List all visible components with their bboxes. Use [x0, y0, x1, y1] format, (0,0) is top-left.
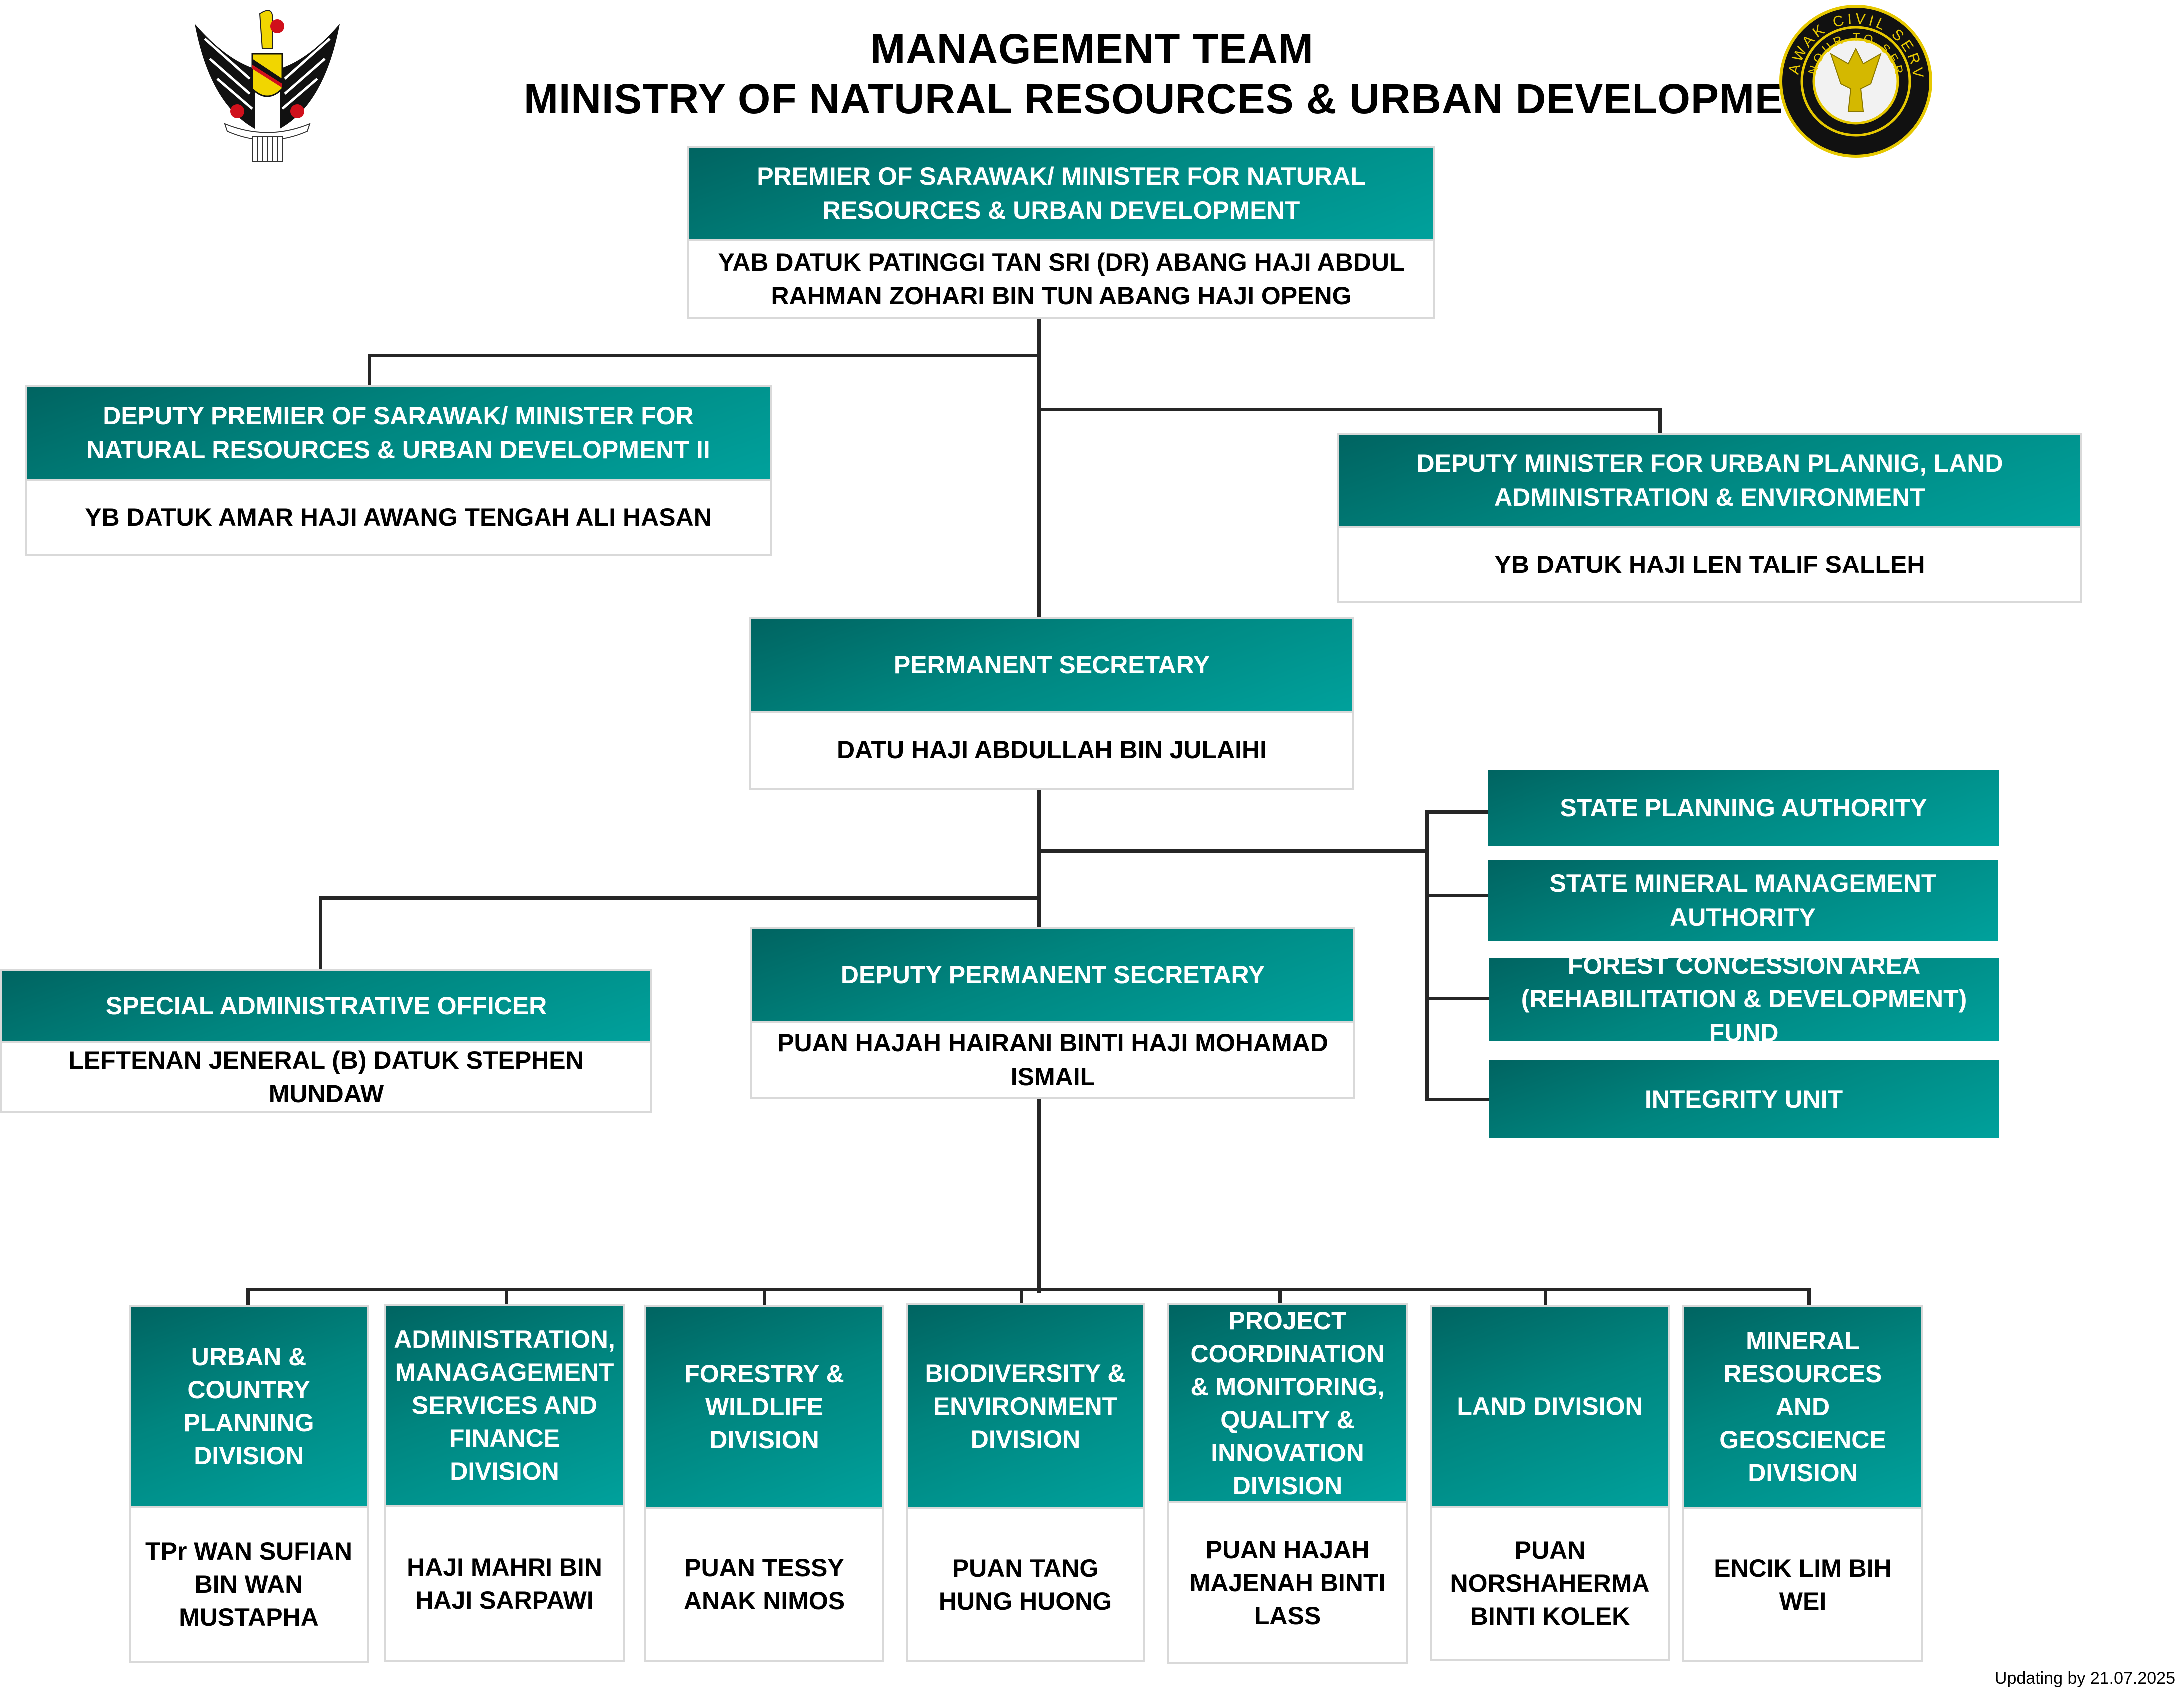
division-title: PROJECT COORDINATION & MONITORING, QUALI…: [1169, 1305, 1406, 1501]
connector-line: [1544, 1288, 1547, 1306]
special-admin-officer-box: SPECIAL ADMINISTRATIVE OFFICER LEFTENAN …: [0, 969, 652, 1113]
division-title: FORESTRY & WILDLIFE DIVISION: [646, 1307, 882, 1507]
premier-box: PREMIER OF SARAWAK/ MINISTER FOR NATURAL…: [687, 146, 1435, 319]
connector-line: [246, 1288, 250, 1306]
deputy-minister-title: DEPUTY MINISTER FOR URBAN PLANNIG, LAND …: [1339, 435, 2080, 526]
ministry-title: MINISTRY OF NATURAL RESOURCES & URBAN DE…: [523, 75, 1841, 122]
connector-line: [368, 354, 371, 387]
connector-line: [1425, 894, 1489, 897]
premier-title: PREMIER OF SARAWAK/ MINISTER FOR NATURAL…: [689, 148, 1433, 239]
division-land: LAND DIVISION PUAN NORSHAHERMA BINTI KOL…: [1430, 1305, 1670, 1661]
division-title: ADMINISTRATION, MANAGAGEMENT SERVICES AN…: [386, 1306, 623, 1505]
deputy-premier-title: DEPUTY PREMIER OF SARAWAK/ MINISTER FOR …: [27, 387, 770, 479]
deputy-premier-name: YB DATUK AMAR HAJI AWANG TENGAH ALI HASA…: [27, 479, 770, 554]
division-head-name: ENCIK LIM BIH WEI: [1684, 1507, 1921, 1660]
unit-state-mineral-management-authority: STATE MINERAL MANAGEMENT AUTHORITY: [1488, 860, 1998, 941]
deputy-permanent-secretary-name: PUAN HAJAH HAIRANI BINTI HAJI MOHAMAD IS…: [752, 1021, 1353, 1097]
division-title: LAND DIVISION: [1432, 1307, 1668, 1506]
connector-line: [319, 896, 1041, 900]
connector-line: [1037, 849, 1429, 853]
division-forestry-wildlife: FORESTRY & WILDLIFE DIVISION PUAN TESSY …: [644, 1305, 884, 1662]
division-head-name: PUAN TESSY ANAK NIMOS: [646, 1507, 882, 1660]
division-biodiversity-environment: BIODIVERSITY & ENVIRONMENT DIVISION PUAN…: [906, 1303, 1145, 1662]
deputy-minister-box: DEPUTY MINISTER FOR URBAN PLANNIG, LAND …: [1337, 433, 2082, 603]
permanent-secretary-title: PERMANENT SECRETARY: [751, 619, 1352, 711]
special-admin-officer-name: LEFTENAN JENERAL (B) DATUK STEPHEN MUNDA…: [2, 1041, 650, 1111]
division-head-name: PUAN TANG HUNG HUONG: [908, 1507, 1143, 1660]
division-head-name: HAJI MAHRI BIN HAJI SARPAWI: [386, 1505, 623, 1660]
connector-line: [1020, 1288, 1023, 1306]
connector-line: [1658, 408, 1662, 435]
division-head-name: TPr WAN SUFIAN BIN WAN MUSTAPHA: [131, 1506, 367, 1661]
permanent-secretary-box: PERMANENT SECRETARY DATU HAJI ABDULLAH B…: [749, 617, 1354, 790]
connector-line: [763, 1288, 766, 1306]
update-date: Updating by 21.07.2025: [1994, 1669, 2175, 1688]
connector-line: [1037, 408, 1662, 411]
unit-forest-concession-area-fund: FOREST CONCESSION AREA (REHABILITATION &…: [1489, 951, 1999, 1047]
unit-state-planning-authority: STATE PLANNING AUTHORITY: [1488, 770, 1999, 846]
civil-service-emblem-icon: SARAWAK CIVIL SERVICEHONOUR TO SERVE: [1778, 4, 1932, 158]
chart-title: MANAGEMENT TEAM: [870, 25, 1314, 72]
sarawak-coat-of-arms-icon: [195, 10, 340, 162]
deputy-permanent-secretary-title: DEPUTY PERMANENT SECRETARY: [752, 929, 1353, 1021]
special-admin-officer-title: SPECIAL ADMINISTRATIVE OFFICER: [2, 971, 650, 1041]
division-project-coordination: PROJECT COORDINATION & MONITORING, QUALI…: [1167, 1303, 1408, 1664]
division-title: URBAN & COUNTRY PLANNING DIVISION: [131, 1307, 367, 1506]
permanent-secretary-name: DATU HAJI ABDULLAH BIN JULAIHI: [751, 711, 1352, 788]
connector-line: [1278, 1288, 1282, 1306]
deputy-premier-box: DEPUTY PREMIER OF SARAWAK/ MINISTER FOR …: [25, 385, 772, 556]
connector-line: [246, 1288, 1811, 1291]
division-head-name: PUAN HAJAH MAJENAH BINTI LASS: [1169, 1501, 1406, 1662]
division-head-name: PUAN NORSHAHERMA BINTI KOLEK: [1432, 1506, 1668, 1659]
connector-line: [1807, 1288, 1811, 1306]
connector-line: [1037, 315, 1041, 619]
connector-line: [505, 1288, 508, 1306]
deputy-minister-name: YB DATUK HAJI LEN TALIF SALLEH: [1339, 526, 2080, 601]
division-title: BIODIVERSITY & ENVIRONMENT DIVISION: [908, 1305, 1143, 1507]
division-urban-country-planning: URBAN & COUNTRY PLANNING DIVISION TPr WA…: [129, 1305, 369, 1663]
connector-line: [368, 354, 1041, 357]
division-title: MINERAL RESOURCES AND GEOSCIENCE DIVISIO…: [1684, 1307, 1921, 1507]
premier-name: YAB DATUK PATINGGI TAN SRI (DR) ABANG HA…: [689, 239, 1433, 317]
connector-line: [1425, 810, 1489, 814]
connector-line: [1425, 1098, 1489, 1101]
connector-line: [1425, 810, 1429, 1101]
deputy-permanent-secretary-box: DEPUTY PERMANENT SECRETARY PUAN HAJAH HA…: [750, 927, 1355, 1099]
connector-line: [1425, 997, 1489, 1000]
division-administration-finance: ADMINISTRATION, MANAGAGEMENT SERVICES AN…: [384, 1304, 625, 1662]
division-mineral-geoscience: MINERAL RESOURCES AND GEOSCIENCE DIVISIO…: [1682, 1305, 1923, 1662]
unit-integrity: INTEGRITY UNIT: [1489, 1060, 1999, 1138]
connector-line: [319, 896, 322, 971]
